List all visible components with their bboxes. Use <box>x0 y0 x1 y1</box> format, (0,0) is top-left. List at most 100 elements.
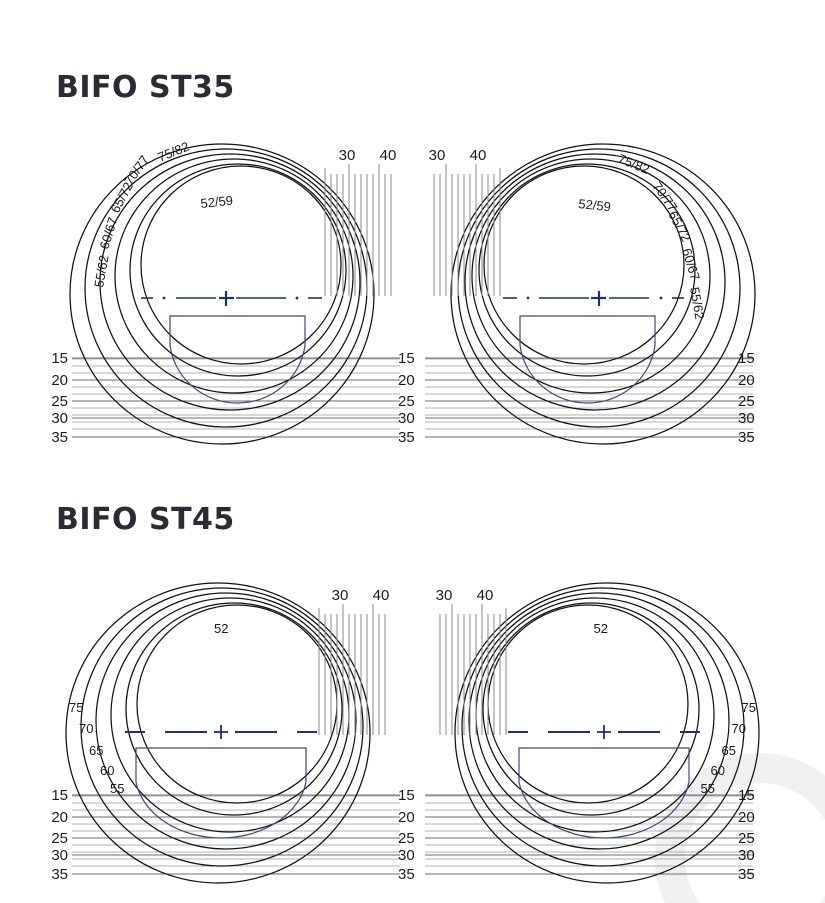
st35-right-ruler-labels: 40 30 <box>429 147 487 164</box>
svg-text:20: 20 <box>738 809 755 826</box>
svg-text:70: 70 <box>79 721 93 736</box>
svg-text:52: 52 <box>214 621 228 636</box>
svg-text:15: 15 <box>738 787 755 804</box>
svg-text:15: 15 <box>398 350 415 367</box>
svg-text:35: 35 <box>738 429 755 446</box>
svg-text:35: 35 <box>51 866 68 883</box>
svg-text:30: 30 <box>398 847 415 864</box>
st45-right-scale-labels: 15 20 25 30 35 <box>738 787 755 883</box>
svg-text:30: 30 <box>738 410 755 427</box>
svg-text:30: 30 <box>738 847 755 864</box>
svg-text:25: 25 <box>738 393 755 410</box>
st35-right-contours <box>450 143 756 445</box>
svg-text:40: 40 <box>373 587 390 604</box>
st35-right-ruler <box>433 164 501 296</box>
svg-text:30: 30 <box>436 587 453 604</box>
st45-left-segment <box>135 747 307 839</box>
svg-text:35: 35 <box>51 429 68 446</box>
st35-left-contour-labels: 75/82 70/77 65/72 60/67 55/62 52/59 <box>91 139 233 289</box>
svg-text:30: 30 <box>398 410 415 427</box>
svg-text:35: 35 <box>398 429 415 446</box>
st35-left-scale-labels: 15 20 25 30 35 <box>51 350 68 446</box>
st45-right-drop-major <box>425 794 753 875</box>
st35-right-segment <box>519 315 656 404</box>
st35-left-ruler-labels: 30 40 <box>339 147 397 164</box>
st35-right-centre-cross <box>591 291 606 306</box>
st35-diagram: 15 20 25 30 35 75/82 <box>51 139 756 446</box>
st35-right-axis <box>503 296 684 300</box>
svg-text:20: 20 <box>738 372 755 389</box>
st35-right-contour-labels: 75/82 70/77 65/72 60/67 55/62 52/59 <box>578 151 708 321</box>
st45-left-ruler-labels: 30 40 <box>332 587 390 604</box>
st35-left-centre-cross <box>219 291 234 306</box>
section-title-st35: BIFO ST35 <box>56 70 235 105</box>
svg-text:55: 55 <box>110 781 124 796</box>
svg-text:20: 20 <box>398 372 415 389</box>
svg-text:75: 75 <box>742 700 756 715</box>
st35-right-drop-major <box>425 357 753 438</box>
svg-text:25: 25 <box>51 393 68 410</box>
svg-text:35: 35 <box>398 866 415 883</box>
st35-left-ruler <box>324 164 392 296</box>
svg-text:30: 30 <box>429 147 446 164</box>
svg-text:25: 25 <box>51 830 68 847</box>
svg-text:25: 25 <box>398 393 415 410</box>
st45-right-segment <box>518 747 690 839</box>
svg-text:65: 65 <box>89 743 103 758</box>
svg-text:15: 15 <box>398 787 415 804</box>
st45-left-eye: 15 20 25 30 35 75 70 65 <box>51 582 400 884</box>
st45-left-scale-labels: 15 20 25 30 35 <box>51 787 68 883</box>
svg-text:60/67: 60/67 <box>97 215 121 251</box>
section-st45: BIFO ST45 <box>0 430 825 903</box>
st45-right-contours <box>454 582 760 884</box>
svg-text:25: 25 <box>738 830 755 847</box>
st45-left-contour-labels: 75 70 65 60 55 52 <box>69 621 228 796</box>
svg-text:25: 25 <box>398 830 415 847</box>
svg-text:30: 30 <box>51 847 68 864</box>
st45-mid-scale-labels: 15 20 25 30 35 <box>398 787 415 883</box>
st45-right-centre-cross <box>597 725 611 739</box>
st45-right-ruler <box>439 604 507 735</box>
svg-text:40: 40 <box>380 147 397 164</box>
svg-text:55/62: 55/62 <box>687 286 707 321</box>
svg-text:52/59: 52/59 <box>200 193 234 211</box>
st35-left-eye: 15 20 25 30 35 75/82 <box>51 139 400 446</box>
svg-text:15: 15 <box>738 350 755 367</box>
svg-text:55/62: 55/62 <box>91 254 111 289</box>
svg-text:70: 70 <box>732 721 746 736</box>
svg-text:20: 20 <box>51 809 68 826</box>
svg-text:75: 75 <box>69 700 83 715</box>
svg-text:15: 15 <box>51 787 68 804</box>
st35-left-drop-major <box>72 357 400 438</box>
st35-right-scale-labels: 15 20 25 30 35 <box>738 350 755 446</box>
svg-text:60: 60 <box>100 763 114 778</box>
svg-text:20: 20 <box>51 372 68 389</box>
svg-text:75/82: 75/82 <box>156 139 192 165</box>
svg-text:35: 35 <box>738 866 755 883</box>
st35-right-eye <box>425 143 756 445</box>
svg-text:30: 30 <box>332 587 349 604</box>
st35-left-contours <box>69 143 375 445</box>
svg-text:55: 55 <box>701 781 715 796</box>
st45-left-ruler <box>318 604 386 735</box>
svg-text:60: 60 <box>711 763 725 778</box>
svg-text:40: 40 <box>477 587 494 604</box>
st35-mid-scale-labels: 15 20 25 30 35 <box>398 350 415 446</box>
svg-text:52: 52 <box>594 621 608 636</box>
svg-text:65: 65 <box>722 743 736 758</box>
svg-text:30: 30 <box>51 410 68 427</box>
st35-left-drop-grid <box>72 358 400 430</box>
st45-right-eye <box>425 582 760 884</box>
svg-text:30: 30 <box>339 147 356 164</box>
svg-text:40: 40 <box>470 147 487 164</box>
st45-right-ruler-labels: 40 30 <box>436 587 494 604</box>
st35-left-axis <box>141 296 322 300</box>
svg-text:65/72: 65/72 <box>665 208 694 244</box>
st45-left-centre-cross <box>214 725 228 739</box>
svg-text:20: 20 <box>398 809 415 826</box>
svg-text:15: 15 <box>51 350 68 367</box>
st45-right-contour-labels: 75 70 65 60 55 52 <box>594 621 756 796</box>
section-title-st45: BIFO ST45 <box>56 502 235 537</box>
st35-left-segment <box>169 315 306 404</box>
section-st35: BIFO ST35 <box>51 70 756 446</box>
